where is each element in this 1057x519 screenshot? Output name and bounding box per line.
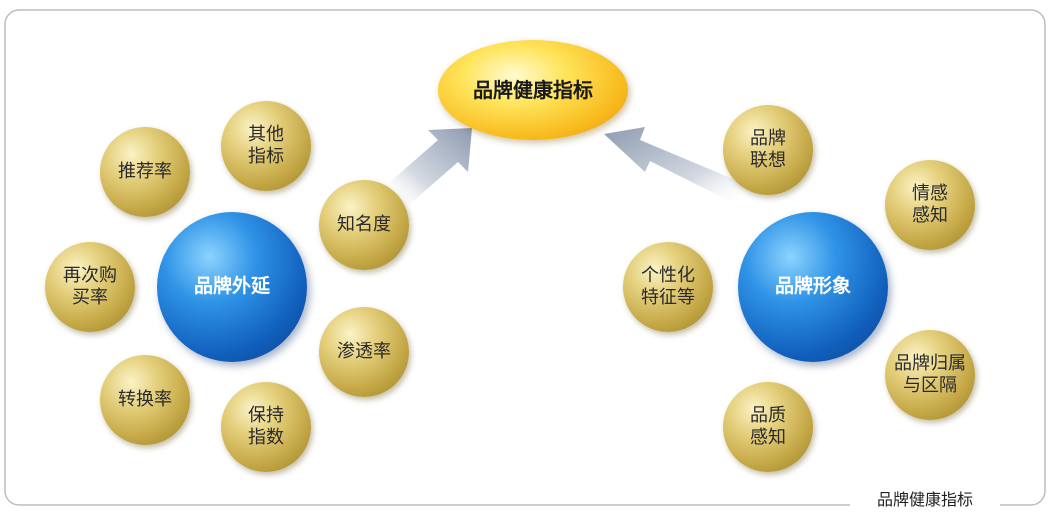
satellite-personality-traits: 个性化 特征等 bbox=[623, 242, 713, 332]
right-hub-node: 品牌形象 bbox=[738, 212, 888, 362]
satellite-label: 其他 指标 bbox=[248, 123, 284, 168]
core-node: 品牌健康指标 bbox=[438, 40, 628, 140]
satellite-repurchase-rate: 再次购 买率 bbox=[45, 242, 135, 332]
diagram-caption: 品牌健康指标 bbox=[850, 488, 1000, 512]
right-hub-label: 品牌形象 bbox=[774, 275, 851, 298]
satellite-label: 个性化 特征等 bbox=[641, 264, 695, 309]
satellite-label: 情感 感知 bbox=[912, 182, 948, 227]
frame-border bbox=[4, 9, 1046, 506]
satellite-referral-rate: 推荐率 bbox=[100, 127, 190, 217]
satellite-label: 推荐率 bbox=[118, 160, 172, 182]
satellite-emotional-perception: 情感 感知 bbox=[885, 160, 975, 250]
satellite-label: 转换率 bbox=[118, 388, 172, 410]
satellite-label: 保持 指数 bbox=[248, 404, 284, 449]
left-hub-node: 品牌外延 bbox=[157, 212, 307, 362]
satellite-label: 品牌归属 与区隔 bbox=[894, 352, 966, 397]
satellite-other-metrics: 其他 指标 bbox=[221, 101, 311, 191]
arrow-right-to-core bbox=[604, 127, 745, 204]
satellite-label: 知名度 bbox=[337, 213, 391, 235]
arrow-left-to-core bbox=[390, 128, 472, 204]
satellite-label: 品质 感知 bbox=[750, 404, 786, 449]
satellite-brand-belonging: 品牌归属 与区隔 bbox=[885, 330, 975, 420]
satellite-brand-association: 品牌 联想 bbox=[723, 105, 813, 195]
satellite-label: 渗透率 bbox=[337, 340, 391, 362]
satellite-penetration-rate: 渗透率 bbox=[319, 307, 409, 397]
satellite-label: 品牌 联想 bbox=[750, 127, 786, 172]
left-hub-label: 品牌外延 bbox=[193, 275, 270, 298]
core-label: 品牌健康指标 bbox=[473, 77, 593, 102]
satellite-retention-index: 保持 指数 bbox=[221, 382, 311, 472]
satellite-quality-perception: 品质 感知 bbox=[723, 382, 813, 472]
satellite-awareness: 知名度 bbox=[319, 180, 409, 270]
satellite-label: 再次购 买率 bbox=[63, 264, 117, 309]
satellite-conversion-rate: 转换率 bbox=[100, 355, 190, 445]
